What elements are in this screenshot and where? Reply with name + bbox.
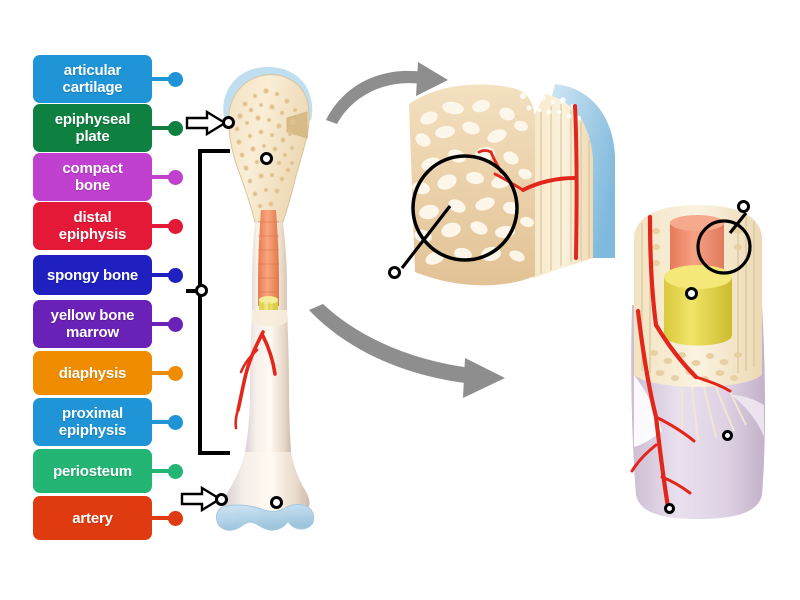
label-knob-articular-cartilage[interactable] [168,72,183,87]
label-knob-yellow-bone-marrow[interactable] [168,317,183,332]
curved-arrow-to-spongy-inset [320,58,460,128]
label-connector-artery [151,516,171,520]
callout-marker-articular-cartilage[interactable] [270,496,283,509]
label-connector-spongy-bone [151,273,171,277]
callout-bracket-diaphysis [186,148,244,456]
label-line: proximal [62,405,123,422]
label-chip-diaphysis[interactable]: diaphysis [33,351,152,395]
label-line: epiphyseal [54,111,131,128]
label-chip-periosteum[interactable]: periosteum [33,449,152,493]
label-knob-distal-epiphysis[interactable] [168,219,183,234]
label-line: plate [75,128,110,145]
label-connector-articular-cartilage [151,77,171,81]
diaphysis-cross-section-inset [612,195,797,525]
label-line: epiphysis [58,422,127,439]
callout-arrow-distal-epiphysis [180,485,226,513]
label-connector-compact-bone [151,175,171,179]
label-knob-proximal-epiphysis[interactable] [168,415,183,430]
label-connector-diaphysis [151,371,171,375]
callout-compact-bone-magnifier [696,195,770,275]
label-line: marrow [66,324,119,341]
callout-marker-spongy-bone-head[interactable] [260,152,273,165]
spongy-bone-inset [405,78,630,298]
label-line: spongy bone [46,266,139,284]
callout-marker-yellow-bone-marrow[interactable] [685,287,698,300]
callout-marker-periosteum[interactable] [722,430,733,441]
label-line: cartilage [62,79,123,96]
callout-marker-compact-bone[interactable] [737,200,750,213]
label-chip-spongy-bone[interactable]: spongy bone [33,255,152,295]
label-knob-artery[interactable] [168,511,183,526]
label-connector-epiphyseal-plate [151,126,171,130]
label-line: articular [63,62,122,79]
label-line: epiphysis [58,226,127,243]
callout-marker-diaphysis[interactable] [195,284,208,297]
label-line: distal [73,209,112,226]
label-knob-diaphysis[interactable] [168,366,183,381]
label-line: periosteum [53,462,132,480]
label-knob-compact-bone[interactable] [168,170,183,185]
label-line: artery [72,509,113,527]
callout-marker-epiphyseal-plate[interactable] [222,116,235,129]
label-line: bone [74,177,110,194]
label-chip-artery[interactable]: artery [33,496,152,540]
label-line: diaphysis [58,364,127,382]
curved-arrow-to-diaphysis-inset [305,300,520,410]
label-connector-proximal-epiphysis [151,420,171,424]
label-line: yellow bone [50,307,135,324]
callout-marker-spongy-inset[interactable] [388,266,401,279]
label-knob-spongy-bone[interactable] [168,268,183,283]
callout-arrow-epiphyseal-plate [185,109,231,137]
main-bone-figure [195,60,345,531]
callout-marker-artery[interactable] [664,503,675,514]
label-connector-periosteum [151,469,171,473]
callout-marker-distal-epiphysis[interactable] [215,493,228,506]
callout-leader-spongy-inset [388,200,458,280]
label-knob-periosteum[interactable] [168,464,183,479]
label-connector-distal-epiphysis [151,224,171,228]
label-line: compact [62,160,123,177]
label-connector-yellow-bone-marrow [151,322,171,326]
label-knob-epiphyseal-plate[interactable] [168,121,183,136]
